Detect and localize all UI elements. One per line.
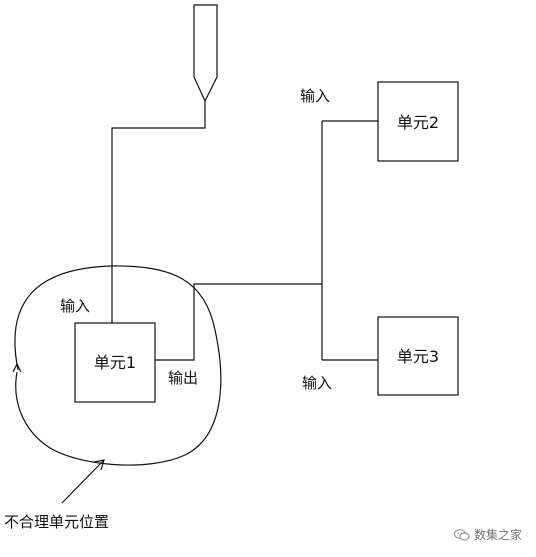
watermark-text: 数集之家 bbox=[473, 528, 522, 542]
unit2-input-label: 输入 bbox=[300, 87, 330, 105]
wire-source-to-unit1 bbox=[111, 101, 206, 323]
pipe-nozzle bbox=[193, 4, 218, 103]
unit2-label: 单元2 bbox=[397, 113, 439, 132]
annotation-arrow-line bbox=[61, 459, 105, 504]
circle-highlight bbox=[14, 265, 222, 466]
watermark: 数集之家 bbox=[453, 526, 522, 543]
annotation-label: 不合理单元位置 bbox=[4, 513, 109, 531]
wechat-icon bbox=[453, 528, 470, 540]
unit3-box bbox=[377, 316, 459, 396]
unit1-input-label: 输入 bbox=[60, 297, 90, 315]
wire-unit1-output bbox=[155, 283, 322, 361]
unit1-output-label: 输出 bbox=[168, 369, 198, 387]
annotation-arrowhead bbox=[93, 459, 105, 471]
unit3-label: 单元3 bbox=[397, 347, 439, 366]
unit1-label: 单元1 bbox=[94, 353, 136, 372]
unit2-box bbox=[377, 81, 459, 162]
unit1-box bbox=[74, 322, 156, 403]
unit3-input-label: 输入 bbox=[302, 374, 332, 392]
circle-arrowhead bbox=[12, 362, 22, 373]
